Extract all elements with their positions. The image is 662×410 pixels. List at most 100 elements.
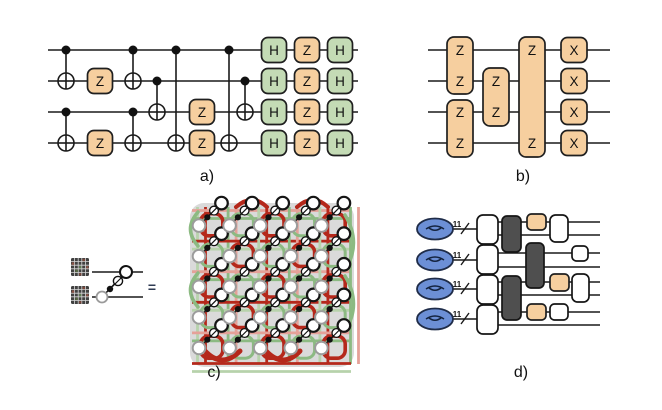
lattice-node-open-gray: [252, 218, 268, 233]
orange-gate: [526, 213, 547, 231]
h-gate: H: [326, 67, 354, 95]
panel-c: = c): [70, 195, 360, 381]
unitary-box: [549, 214, 569, 243]
torus-hole: [425, 315, 445, 321]
lattice-node-open-gray: [222, 218, 237, 233]
orange-gate: [526, 303, 547, 321]
cnot-gate: [220, 45, 238, 152]
h-gate: H: [260, 67, 288, 95]
z-gate: Z: [188, 98, 216, 126]
unitary-box: [571, 273, 590, 303]
lattice-node-open-gray: [314, 218, 329, 233]
gate-label: H: [335, 136, 345, 151]
lattice-node-open-black: [305, 195, 321, 211]
zz-block-gate: Z Z: [446, 99, 474, 158]
torus-input: 11: [416, 307, 478, 331]
panel-a: Z Z Z Z: [48, 36, 358, 185]
lattice-node-open-black: [336, 195, 352, 211]
x-gate: X: [560, 36, 588, 64]
lattice-node-open-gray: [283, 279, 299, 295]
entangling-box: [501, 215, 522, 253]
z-gate: Z: [293, 67, 321, 95]
lattice-boundary-arc: [188, 210, 200, 248]
gate-label: H: [335, 105, 345, 120]
x-gate: X: [560, 129, 588, 157]
x-gate: X: [560, 67, 588, 95]
register-slash: [460, 253, 470, 266]
legend-node-dot: [106, 285, 114, 293]
lattice-node-open-gray: [252, 340, 268, 356]
equals-sign: =: [148, 279, 156, 295]
torus-hole: [425, 285, 445, 291]
gate-label: H: [269, 136, 279, 151]
gate-label: H: [269, 43, 279, 58]
register-size-label: 11: [453, 251, 462, 260]
cnot-gate: [124, 107, 142, 152]
z-gate: Z: [293, 98, 321, 126]
gate-label: Z: [303, 105, 311, 120]
lattice-node-open-gray: [283, 218, 299, 233]
pixelated-state-icon: [70, 257, 90, 277]
panel-d-label: d): [514, 364, 528, 381]
entangling-box: [501, 275, 522, 321]
cnot-gate: [148, 76, 166, 121]
gate-label: Z: [303, 136, 311, 151]
gate-label: Z: [198, 105, 206, 120]
lattice-node-open-gray: [283, 340, 299, 356]
gate-label: Z: [456, 136, 464, 151]
gate-label: H: [335, 74, 345, 89]
gate-label: Z: [492, 105, 500, 120]
panel-c-label: c): [207, 364, 220, 381]
lattice-node-open-gray: [222, 340, 237, 356]
register-slash: [460, 222, 470, 235]
lattice-boundary-arc: [263, 348, 303, 363]
cnot-gate: [236, 76, 254, 121]
lattice-node-open-gray: [252, 248, 268, 264]
unitary-box: [571, 245, 589, 262]
h-gate: H: [260, 36, 288, 64]
gate-label: Z: [456, 74, 464, 89]
z-gate: Z: [293, 129, 321, 157]
lattice-node-open-gray: [191, 310, 207, 325]
lattice-node-open-gray: [283, 248, 299, 264]
lattice-node-open-gray: [283, 310, 299, 325]
lattice-node-open-gray: [222, 248, 237, 264]
gate-label: Z: [303, 43, 311, 58]
torus-hole: [425, 256, 445, 262]
lattice-node-open-gray: [191, 248, 207, 264]
torus-input: 11: [416, 277, 478, 301]
gate-label: Z: [492, 74, 500, 89]
lattice-node-open-black: [336, 256, 352, 272]
gate-label: Z: [303, 74, 311, 89]
torus-ellipse: [416, 248, 454, 272]
x-gate: X: [560, 98, 588, 126]
cnot-gate: [57, 45, 75, 90]
cnot-gate: [57, 107, 75, 152]
lattice-node-open-gray: [191, 340, 207, 356]
orange-gate: [549, 273, 570, 292]
h-gate: H: [326, 129, 354, 157]
z-gate: Z: [86, 67, 114, 95]
lattice-node-open-gray: [314, 279, 329, 295]
gate-label: Z: [456, 43, 464, 58]
h-gate: H: [326, 98, 354, 126]
torus-input: 11: [416, 248, 478, 272]
z-gate: Z: [188, 129, 216, 157]
panel-d: 11 11 11 11: [416, 213, 600, 381]
lattice-node-open-gray: [314, 310, 329, 325]
pixelated-state-icon: [70, 285, 90, 305]
gate-label: Z: [456, 105, 464, 120]
lattice-node-open-gray: [314, 248, 329, 264]
gate-label: X: [569, 43, 578, 58]
gate-label: X: [569, 105, 578, 120]
lattice-node-open-gray: [222, 310, 237, 325]
panel-b: Z Z Z Z Z Z Z Z X X X X b): [428, 36, 610, 185]
gate-label: Z: [528, 136, 536, 151]
register-size-label: 11: [453, 310, 462, 319]
torus-ellipse: [416, 307, 454, 331]
gate-label: H: [269, 105, 279, 120]
torus-input: 11: [416, 217, 478, 241]
torus-hole: [425, 225, 445, 231]
lattice-node-open-gray: [191, 279, 207, 295]
